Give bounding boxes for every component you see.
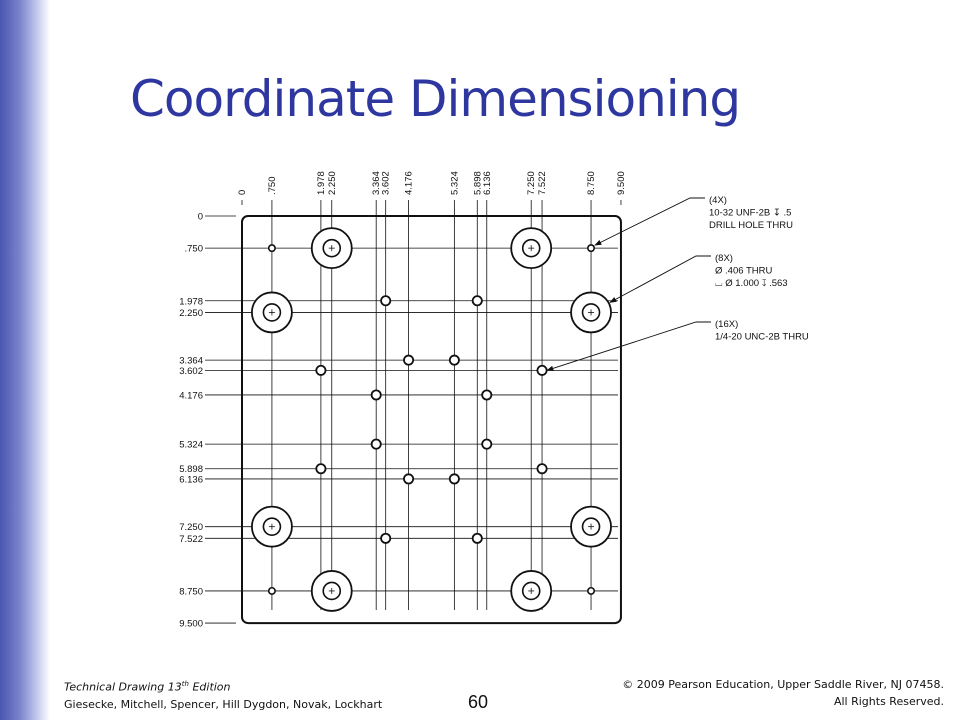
tapped-hole-8 — [370, 438, 382, 450]
x-dimension-label-13: 9.500 — [616, 171, 627, 195]
x-dimension-label-10: 7.250 — [526, 171, 537, 195]
tapped-hole-12 — [403, 473, 415, 485]
y-dimension-label-11: 7.522 — [179, 534, 203, 545]
y-dimension-label-2: 1.978 — [179, 296, 203, 307]
holes-group — [251, 227, 612, 612]
page-number: 60 — [468, 692, 489, 712]
tapped-hole-5 — [536, 364, 548, 376]
callout-0-line-2: DRILL HOLE THRU — [709, 220, 793, 231]
callout-0-line-0: (4X) — [709, 195, 727, 206]
y-dimension-label-4: 3.364 — [179, 356, 203, 367]
book-title-text: Technical Drawing 13 — [64, 680, 182, 694]
small-hole-1 — [587, 244, 596, 253]
dimension-lines-group — [205, 200, 622, 624]
callout-2-line-0: (16X) — [715, 319, 738, 330]
tapped-hole-13 — [448, 473, 460, 485]
tapped-hole-15 — [471, 532, 483, 544]
y-dimension-label-8: 5.898 — [179, 464, 203, 475]
y-dimension-label-13: 9.500 — [179, 619, 203, 630]
tapped-hole-0 — [380, 295, 392, 307]
callout-1-line-0: (8X) — [715, 253, 733, 264]
tapped-hole-10 — [315, 463, 327, 475]
x-dimension-label-1: .750 — [267, 177, 278, 196]
y-dimension-label-6: 4.176 — [179, 390, 203, 401]
small-hole-3 — [587, 586, 596, 595]
tapped-hole-2 — [403, 354, 415, 366]
callout-leader-2 — [546, 321, 711, 371]
small-hole-2 — [267, 586, 276, 595]
y-dimension-label-3: 2.250 — [179, 308, 203, 319]
tapped-hole-9 — [481, 438, 493, 450]
small-hole-0 — [267, 244, 276, 253]
tapped-hole-11 — [536, 463, 548, 475]
x-dimension-label-2: 1.978 — [316, 171, 327, 195]
book-authors: Giesecke, Mitchell, Spencer, Hill Dygdon… — [64, 697, 383, 711]
x-dimension-label-6: 4.176 — [404, 171, 415, 195]
x-dimension-label-8: 5.898 — [472, 171, 483, 195]
footer-copyright: © 2009 Pearson Education, Upper Saddle R… — [622, 676, 944, 710]
x-dimension-label-5: 3.602 — [381, 171, 392, 195]
callout-0-line-1: 10-32 UNF-2B ↧ .5 — [709, 208, 791, 219]
y-dimension-label-0: 0 — [198, 212, 203, 223]
y-dimension-label-7: 5.324 — [179, 440, 203, 451]
x-dimension-label-11: 7.522 — [537, 171, 548, 195]
x-dimension-label-0: 0 — [237, 190, 248, 195]
callout-2-line-1: 1/4-20 UNC-2B THRU — [715, 332, 809, 343]
x-dimension-label-4: 3.364 — [371, 171, 382, 195]
book-title-sup: th — [181, 680, 189, 688]
tapped-hole-14 — [380, 532, 392, 544]
slide-sidebar-gradient — [0, 0, 50, 720]
y-dimension-label-5: 3.602 — [179, 366, 203, 377]
y-dimension-label-1: .750 — [185, 244, 204, 255]
x-dimension-label-9: 6.136 — [482, 171, 493, 195]
callout-leader-1 — [609, 255, 711, 303]
y-dimension-label-10: 7.250 — [179, 522, 203, 533]
tapped-hole-3 — [448, 354, 460, 366]
callout-1-line-2: ⌴ Ø 1.000 ↧ .563 — [715, 278, 788, 289]
copyright-line-2: All Rights Reserved. — [833, 695, 944, 708]
slide-title: Coordinate Dimensioning — [130, 70, 741, 128]
book-title-suffix: Edition — [188, 680, 231, 694]
book-title: Technical Drawing 13th Edition — [64, 676, 382, 696]
y-dimension-label-12: 8.750 — [179, 586, 203, 597]
plate-outline — [241, 215, 622, 625]
callout-1-line-1: Ø .406 THRU — [715, 266, 773, 277]
y-dimension-label-9: 6.136 — [179, 474, 203, 485]
plate-outline-group — [241, 215, 622, 625]
tapped-hole-6 — [370, 389, 382, 401]
tapped-hole-1 — [471, 295, 483, 307]
x-dimension-label-12: 8.750 — [586, 171, 597, 195]
copyright-line-1: © 2009 Pearson Education, Upper Saddle R… — [622, 678, 944, 691]
tapped-hole-7 — [481, 389, 493, 401]
callout-leader-0 — [594, 197, 705, 246]
tapped-hole-4 — [315, 364, 327, 376]
x-dimension-label-7: 5.324 — [449, 171, 460, 195]
footer-citation: Technical Drawing 13th Edition Giesecke,… — [64, 676, 382, 713]
x-dimension-label-3: 2.250 — [327, 171, 338, 195]
